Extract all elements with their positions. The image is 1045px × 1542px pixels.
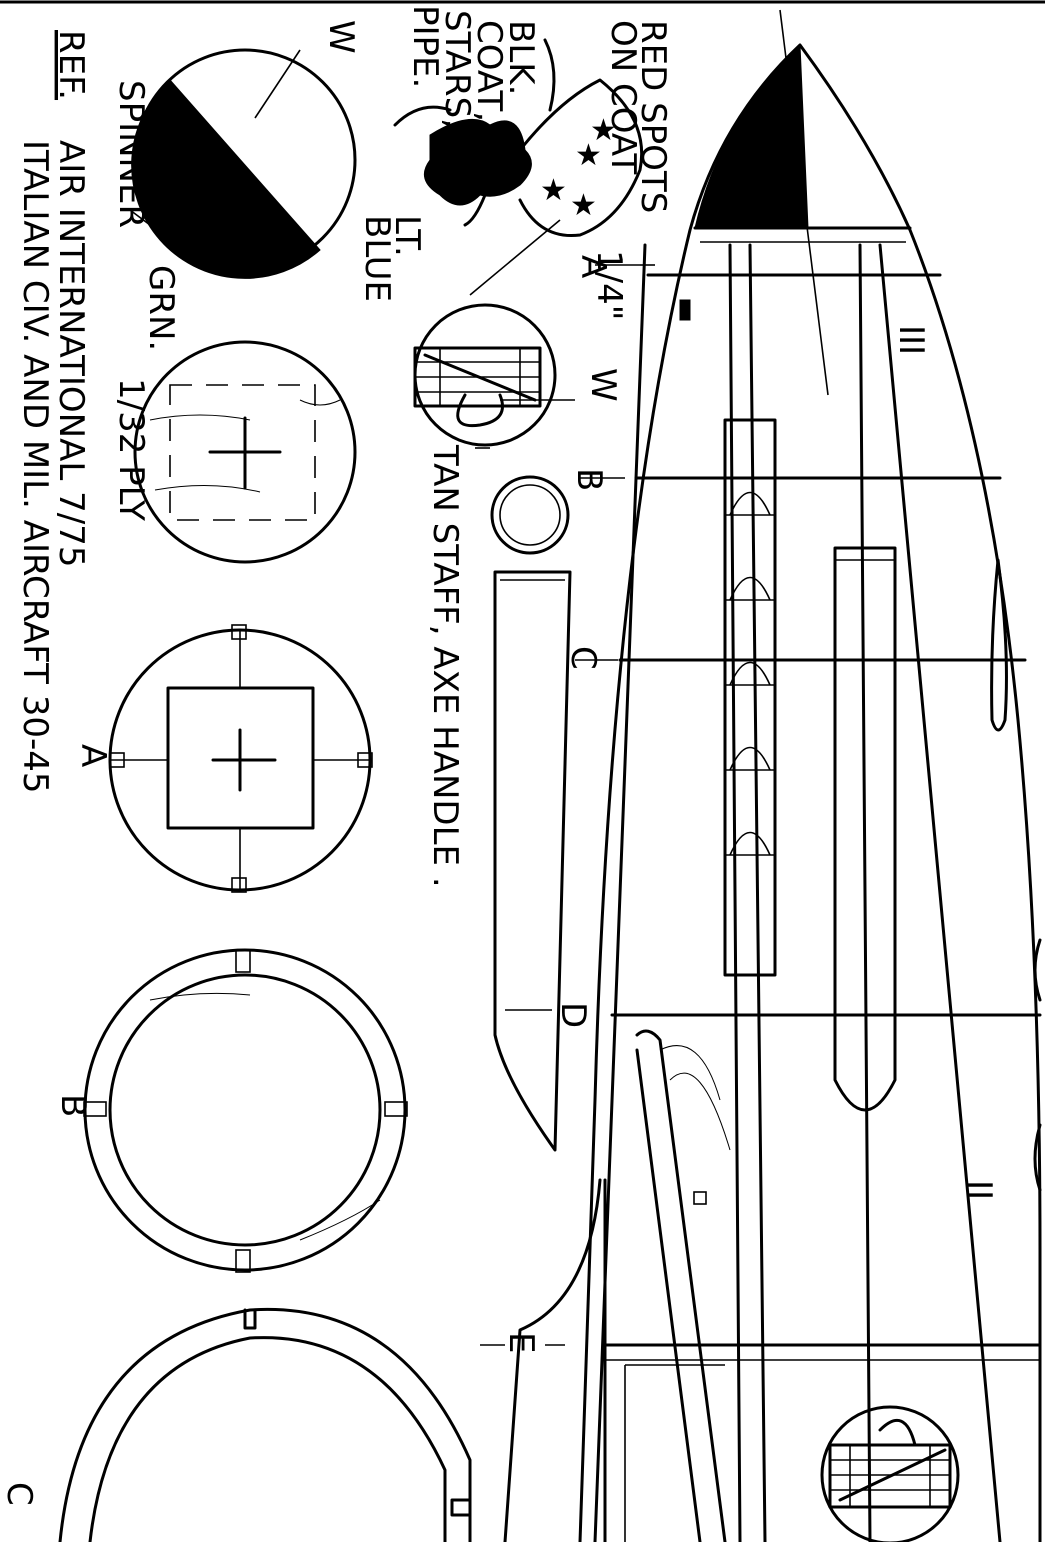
spinner-view (129, 48, 357, 279)
star-2: ★ (575, 138, 602, 173)
label-w-emblem: W (583, 368, 623, 402)
label-lt-blue-2: BLUE (357, 215, 397, 302)
label-lt-blue-1: LT. (387, 215, 427, 257)
station-label-b: B (569, 468, 609, 491)
former-a: A (73, 624, 373, 893)
label-red-spots-1: RED SPOTS (633, 20, 673, 213)
tab-mark (679, 299, 691, 321)
spinner-black-half (694, 43, 809, 229)
label-blk-coat-4: PIPE. (405, 5, 445, 88)
label-blk-coat-3: STARS, (437, 10, 477, 129)
marking-ii: II (959, 1180, 999, 1200)
marking-iii: III (891, 325, 931, 355)
wizard-emblem: ★ ★ ★ ★ (393, 38, 644, 238)
round-emblem (413, 303, 575, 449)
station-label-e: E (501, 1332, 541, 1353)
label-red-spots-2: ON COAT (603, 20, 643, 175)
former-b-label: B (53, 1094, 93, 1117)
ring-part (490, 475, 570, 555)
label-w-spinner: W (321, 20, 361, 54)
label-ref-line2: ITALIAN CIV. AND MIL. AIRCRAFT 30-45 (15, 140, 55, 794)
label-tan-staff: TAN STAFF, AXE HANDLE . (425, 444, 465, 888)
label-blk-coat-1: BLK. (501, 20, 541, 95)
station-label-a: A (573, 255, 613, 278)
notes-text: RED SPOTS ON COAT BLK. COAT, STARS, PIPE… (15, 5, 673, 888)
fuselage-side-view: III II (503, 9, 1042, 1542)
lower-emblem (820, 1405, 960, 1542)
station-label-c: C (563, 646, 603, 670)
label-grn: GRN. (141, 265, 181, 351)
former-c-label: C (0, 1482, 39, 1506)
former-a-label: A (73, 744, 113, 767)
star-1: ★ (590, 113, 617, 148)
label-ref-line1: AIR INTERNATIONAL 7/75 (51, 140, 91, 567)
fuselage-station-labels: A B C D E (480, 255, 640, 1353)
label-scale: 1/4" (589, 250, 629, 320)
ply-disc (133, 340, 357, 564)
former-b: B (53, 948, 408, 1273)
star-3: ★ (540, 173, 567, 208)
former-c: C (0, 1307, 472, 1542)
star-4: ★ (570, 188, 597, 223)
leader-line (469, 219, 561, 296)
label-ref: REF. (51, 30, 91, 100)
staff-part (493, 570, 572, 1152)
label-blk-coat-2: COAT, (469, 20, 509, 122)
